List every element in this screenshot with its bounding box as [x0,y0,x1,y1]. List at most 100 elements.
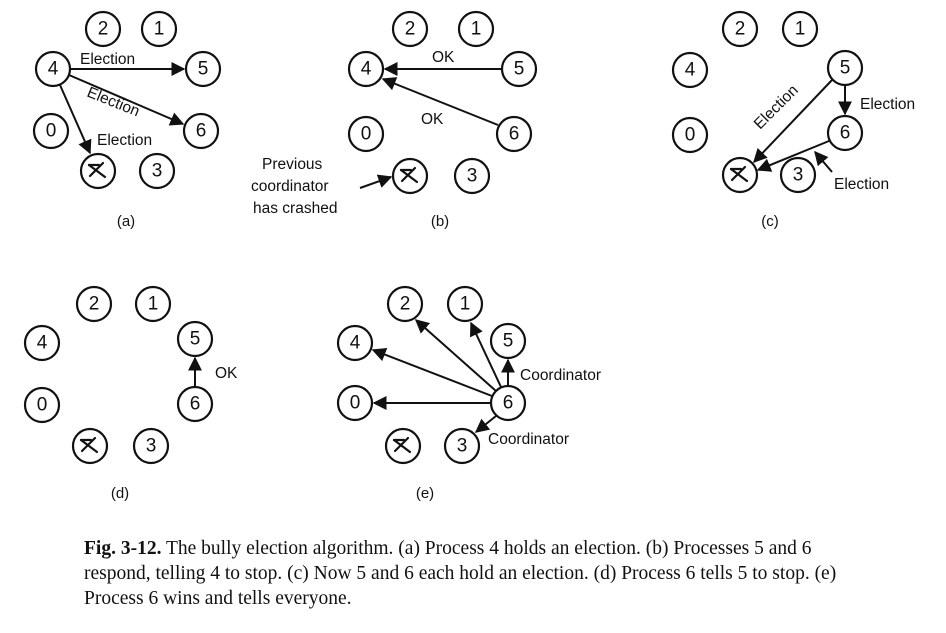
node-4: 4 [34,50,72,88]
svg-text:4: 4 [361,59,372,80]
panel-label: (a) [117,213,135,230]
svg-text:6: 6 [196,121,207,142]
message-label: OK [432,49,455,66]
message-label: OK [421,111,444,128]
svg-text:1: 1 [795,19,806,40]
node-7-crashed [391,157,429,195]
node-6: 6 [489,384,527,422]
node-0: 0 [336,384,374,422]
svg-text:0: 0 [37,395,48,416]
svg-text:4: 4 [37,333,48,354]
panel-label: (e) [416,485,434,502]
node-7-crashed [71,427,109,465]
node-1: 1 [134,285,172,323]
node-0: 0 [32,112,70,150]
node-5: 5 [489,322,527,360]
node-3: 3 [132,427,170,465]
panel-d: 2 1 4 5 0 6 3 OK (d) [23,285,238,502]
node-4: 4 [23,324,61,362]
svg-text:1: 1 [471,19,482,40]
panel-c: 2 1 4 5 0 6 3 Election Election Election… [671,10,915,230]
coordinator-arrow-6-to-1 [470,321,502,388]
message-label: Election [751,82,802,133]
node-2: 2 [391,10,429,48]
svg-text:6: 6 [509,124,520,145]
node-6: 6 [826,114,864,152]
election-arrow-6-to-3 [814,150,833,173]
node-5: 5 [500,50,538,88]
election-arrow-5-to-7 [753,79,833,164]
message-label: Election [860,96,915,113]
node-3: 3 [779,156,817,194]
panel-a: 2 1 4 5 0 6 3 Election Election Election… [32,10,222,230]
figure-number: Fig. 3-12. [84,538,162,559]
node-2: 2 [84,10,122,48]
svg-text:2: 2 [89,294,100,315]
svg-text:3: 3 [467,166,478,187]
svg-text:6: 6 [840,123,851,144]
svg-text:5: 5 [503,331,514,352]
node-1: 1 [446,285,484,323]
svg-text:1: 1 [154,19,165,40]
svg-text:3: 3 [146,436,157,457]
node-1: 1 [781,10,819,48]
figure-caption: Fig. 3-12. The bully election algorithm.… [84,536,874,611]
crash-annotation-line: has crashed [253,200,337,217]
node-7-crashed [721,156,759,194]
svg-text:6: 6 [503,393,514,414]
svg-text:2: 2 [400,294,411,315]
coordinator-arrow-6-to-4 [371,348,493,397]
panel-label: (b) [431,213,449,230]
svg-text:0: 0 [685,125,696,146]
svg-text:3: 3 [793,165,804,186]
panel-label: (c) [761,213,779,230]
node-0: 0 [347,115,385,153]
node-6: 6 [495,115,533,153]
node-3: 3 [443,427,481,465]
election-arrow-6-to-7 [756,140,830,172]
svg-text:4: 4 [685,60,696,81]
node-3: 3 [138,152,176,190]
node-4: 4 [336,324,374,362]
node-3: 3 [453,157,491,195]
node-0: 0 [671,116,709,154]
node-7-crashed [79,152,117,190]
svg-text:0: 0 [361,124,372,145]
svg-text:2: 2 [735,19,746,40]
crash-annotation-line: Previous [262,156,323,173]
panel-e: 2 1 4 5 0 6 3 Coordinator Coordinator (e… [336,285,601,502]
message-label: OK [215,365,238,382]
panel-b: 2 1 4 5 0 6 3 OK OK Previous coordinator… [251,10,538,230]
message-label: Election [97,132,152,149]
node-7-crashed [384,427,422,465]
svg-text:3: 3 [457,436,468,457]
ok-arrow-6-to-4 [381,77,499,126]
node-1: 1 [140,10,178,48]
panel-label: (d) [111,485,129,502]
node-6: 6 [176,385,214,423]
coordinator-arrow-6-to-3 [474,415,497,433]
svg-text:1: 1 [148,294,159,315]
crash-annotation-line: coordinator [251,178,329,195]
node-2: 2 [75,285,113,323]
node-5: 5 [184,50,222,88]
svg-text:1: 1 [460,294,471,315]
svg-text:2: 2 [405,19,416,40]
svg-text:3: 3 [152,161,163,182]
svg-text:4: 4 [48,59,59,80]
node-4: 4 [347,50,385,88]
message-label: Election [80,51,135,68]
svg-text:5: 5 [198,59,209,80]
svg-text:5: 5 [514,59,525,80]
coordinator-arrow-6-to-2 [414,319,497,392]
svg-text:0: 0 [350,393,361,414]
node-5: 5 [826,49,864,87]
node-2: 2 [386,285,424,323]
node-6: 6 [182,112,220,150]
node-0: 0 [23,386,61,424]
election-arrow-4-to-7 [59,84,92,155]
svg-text:4: 4 [350,333,361,354]
svg-text:5: 5 [190,329,201,350]
node-1: 1 [457,10,495,48]
